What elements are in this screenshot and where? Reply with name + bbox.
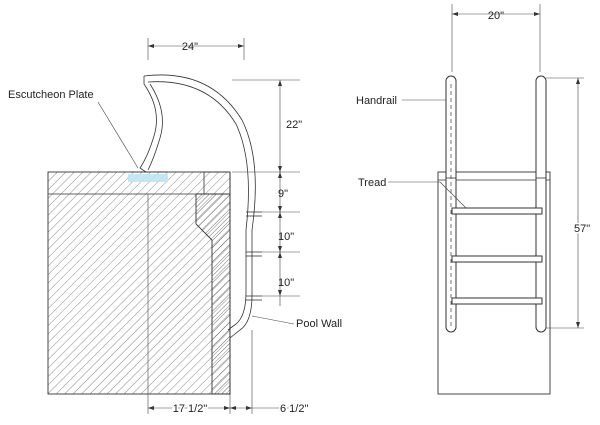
tread-1 [451, 207, 543, 215]
dim-top-width: 24" [182, 41, 198, 53]
dim-bottom-left: 17 1/2" [173, 403, 208, 415]
dim-bottom-right: 6 1/2" [280, 403, 308, 415]
escutcheon-plate [128, 174, 168, 182]
label-handrail: Handrail [356, 95, 397, 107]
tread-3 [451, 297, 543, 305]
handrail-side [143, 74, 256, 339]
side-view: 24" 22" 9" 10" 10" 17 1/2" 6 1/2" Escutc… [8, 38, 342, 417]
dim-step-2: 10" [278, 231, 294, 243]
label-pool-wall: Pool Wall [296, 318, 342, 330]
label-tread: Tread [358, 177, 386, 189]
dim-rail-height: 22" [286, 119, 302, 131]
dim-front-height: 57" [574, 223, 590, 235]
dim-step-1: 9" [278, 188, 288, 200]
pool-wall-section [195, 193, 231, 395]
dim-front-width: 20" [488, 10, 504, 22]
label-escutcheon-plate: Escutcheon Plate [8, 89, 94, 101]
handrail-right [535, 75, 547, 333]
dim-step-3: 10" [278, 277, 294, 289]
tread-2 [451, 255, 543, 263]
front-view: 20" 57" Handrail Tread [356, 4, 592, 395]
